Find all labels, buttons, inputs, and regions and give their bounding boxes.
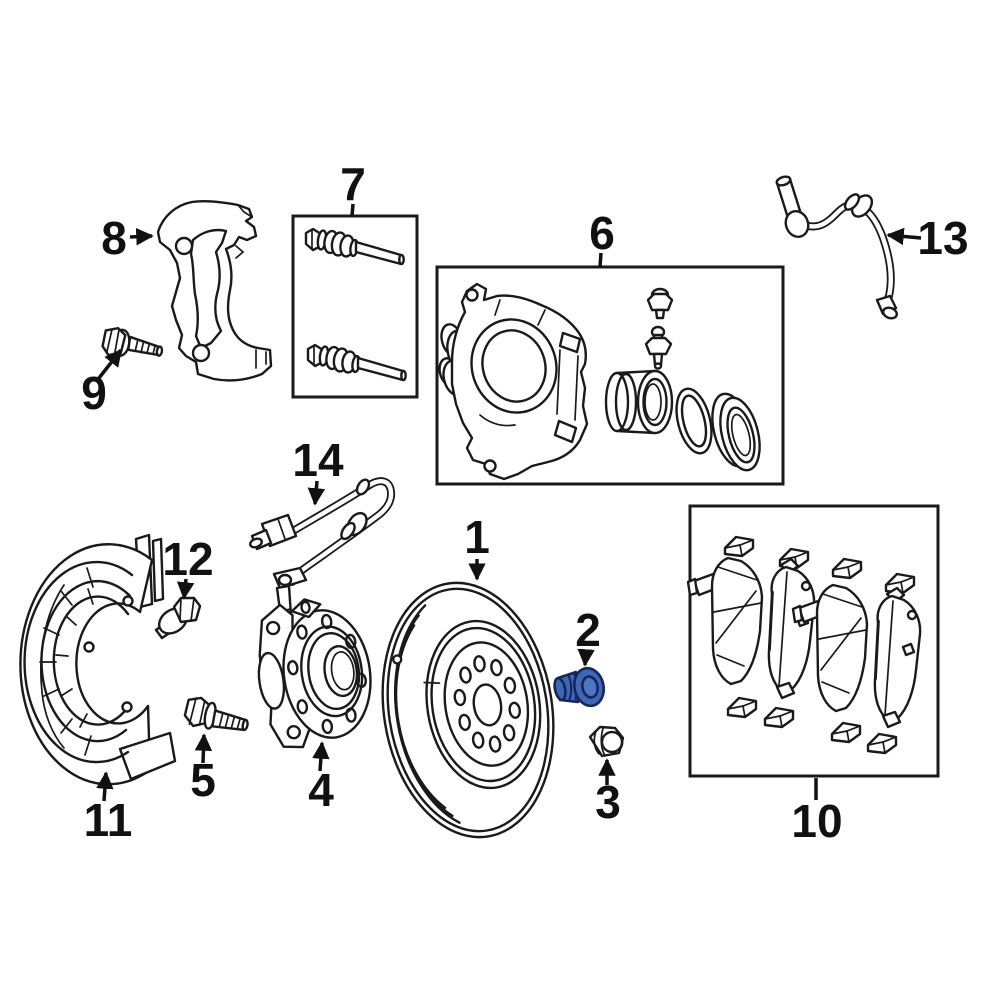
callout-5-arrow bbox=[194, 733, 213, 764]
callout-8-label[interactable]: 8 bbox=[101, 212, 127, 264]
part-12-hub-bolt[interactable] bbox=[154, 596, 202, 640]
callout-7-leader bbox=[350, 203, 355, 217]
kit-box-7-guide-pins[interactable] bbox=[291, 214, 419, 399]
callout-11-label[interactable]: 11 bbox=[84, 794, 133, 846]
piston-dust-boot bbox=[711, 392, 761, 472]
callout-6-label[interactable]: 6 bbox=[589, 207, 615, 259]
callout-4-label[interactable]: 4 bbox=[308, 764, 334, 816]
callout-6-leader bbox=[598, 252, 603, 268]
callout-14-arrow bbox=[307, 480, 326, 506]
callout-labels: 1 2 3 4 5 6 7 8 9 10 11 12 13 14 bbox=[81, 158, 968, 847]
part-9-bracket-bolt[interactable] bbox=[101, 326, 164, 362]
callout-13-label[interactable]: 13 bbox=[917, 212, 968, 264]
callout-9-label[interactable]: 9 bbox=[81, 367, 107, 419]
bleeder-cap bbox=[646, 287, 674, 320]
piston-seal bbox=[675, 387, 713, 455]
callout-8-arrow bbox=[129, 227, 154, 246]
callout-11-arrow bbox=[96, 771, 114, 802]
callout-12-arrow bbox=[176, 578, 195, 600]
part-13-brake-hose[interactable] bbox=[775, 175, 899, 320]
callout-9-arrow bbox=[97, 348, 123, 380]
callout-5-label[interactable]: 5 bbox=[190, 754, 216, 806]
caliper-piston bbox=[604, 369, 674, 435]
bleeder-screw bbox=[644, 325, 673, 370]
callout-2-label[interactable]: 2 bbox=[575, 604, 601, 656]
part-8-caliper-bracket[interactable] bbox=[156, 200, 273, 382]
part-14-abs-speed-sensor[interactable] bbox=[248, 477, 396, 620]
kit-box-6-caliper-assembly[interactable] bbox=[435, 265, 785, 486]
brake-caliper bbox=[438, 282, 589, 481]
part-3-hub-nut[interactable] bbox=[588, 725, 625, 758]
callout-10-label[interactable]: 10 bbox=[791, 795, 842, 847]
callout-2-arrow bbox=[577, 648, 595, 667]
kit-box-10-brake-pads[interactable] bbox=[686, 504, 940, 778]
callout-12-label[interactable]: 12 bbox=[162, 533, 213, 585]
callout-13-arrow bbox=[886, 227, 922, 246]
callout-14-label[interactable]: 14 bbox=[292, 434, 344, 486]
part-5-hub-mounting-bolt[interactable] bbox=[183, 696, 250, 736]
part-1-brake-rotor[interactable] bbox=[365, 570, 571, 849]
callout-7-label[interactable]: 7 bbox=[340, 158, 366, 210]
callout-1-label[interactable]: 1 bbox=[464, 511, 490, 563]
part-11-splash-shield[interactable] bbox=[19, 533, 177, 786]
callout-arrows bbox=[96, 203, 922, 802]
part-4-wheel-hub-bearing[interactable] bbox=[249, 592, 379, 752]
part-2-rotor-bolt-highlighted[interactable] bbox=[553, 665, 607, 708]
callout-3-label[interactable]: 3 bbox=[595, 776, 621, 828]
callout-4-arrow bbox=[312, 741, 330, 772]
